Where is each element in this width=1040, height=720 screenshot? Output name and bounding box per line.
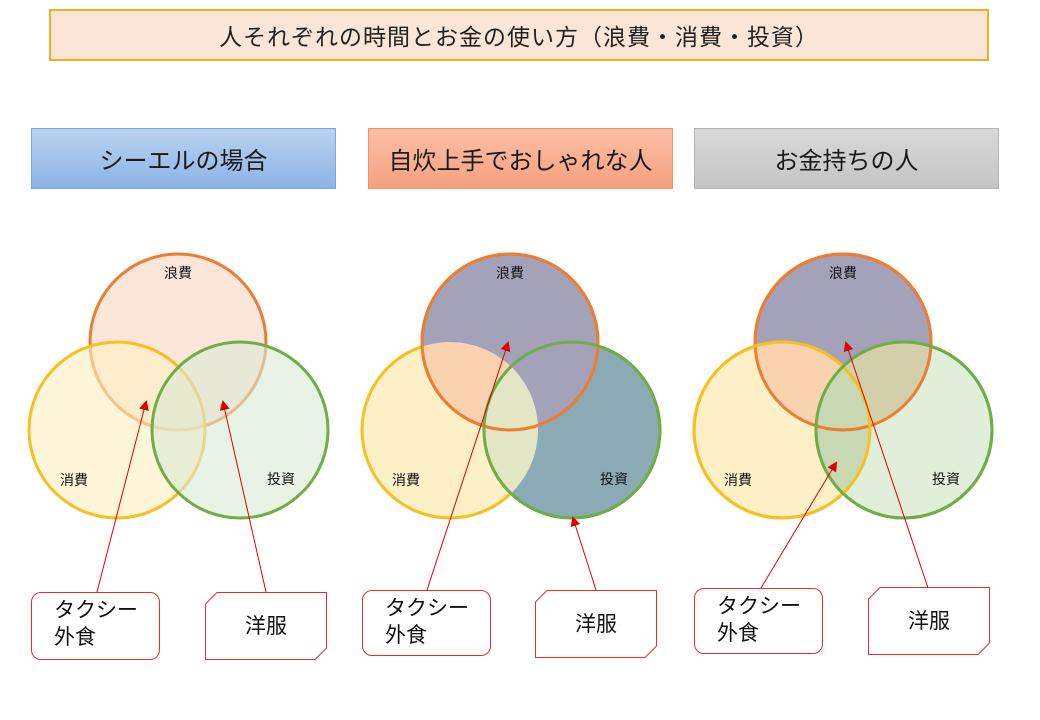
arrow-taxi — [760, 461, 838, 589]
consume-label: 消費 — [724, 473, 752, 489]
callout-clothes: 洋服 — [245, 613, 287, 638]
invest-label: 投資 — [600, 472, 628, 488]
callout-taxi-dining: タクシー 外食 — [362, 590, 491, 656]
venn-panel-cook: 浪費 消費 投資 — [360, 252, 662, 591]
callout-taxi-dining: タクシー 外食 — [694, 588, 823, 654]
waste-label: 浪費 — [496, 266, 524, 282]
invest-label: 投資 — [932, 472, 960, 488]
callout-line-1: タクシー 外食 — [717, 594, 801, 645]
callout-line-1: タクシー 外食 — [54, 598, 138, 649]
venn-panel-cl: 浪費 消費 投資 — [27, 252, 330, 593]
invest-circle — [150, 340, 330, 520]
venn-panel-rich: 浪費 消費 投資 — [692, 252, 994, 589]
callout-line-1: タクシー 外食 — [385, 596, 469, 647]
panel-header-cook: 自炊上手でおしゃれな人 — [368, 128, 673, 189]
arrow-clothes — [843, 341, 929, 589]
consume-label: 消費 — [392, 473, 420, 489]
arrow-clothes — [570, 516, 597, 591]
callout-taxi-dining: タクシー 外食 — [31, 592, 160, 660]
callout-clothes: 洋服 — [575, 611, 617, 636]
waste-label: 浪費 — [829, 266, 857, 282]
invest-label: 投資 — [267, 472, 295, 488]
consume-label: 消費 — [60, 473, 88, 489]
waste-label: 浪費 — [164, 266, 192, 282]
arrow-taxi — [426, 341, 511, 591]
panel-header-cl: シーエルの場合 — [31, 128, 336, 189]
panel-header-rich: お金持ちの人 — [694, 128, 999, 189]
slide-title: 人それぞれの時間とお金の使い方（浪費・消費・投資） — [49, 9, 989, 61]
arrow-clothes — [219, 400, 267, 593]
callout-clothes: 洋服 — [908, 608, 950, 633]
arrow-taxi — [96, 400, 149, 593]
